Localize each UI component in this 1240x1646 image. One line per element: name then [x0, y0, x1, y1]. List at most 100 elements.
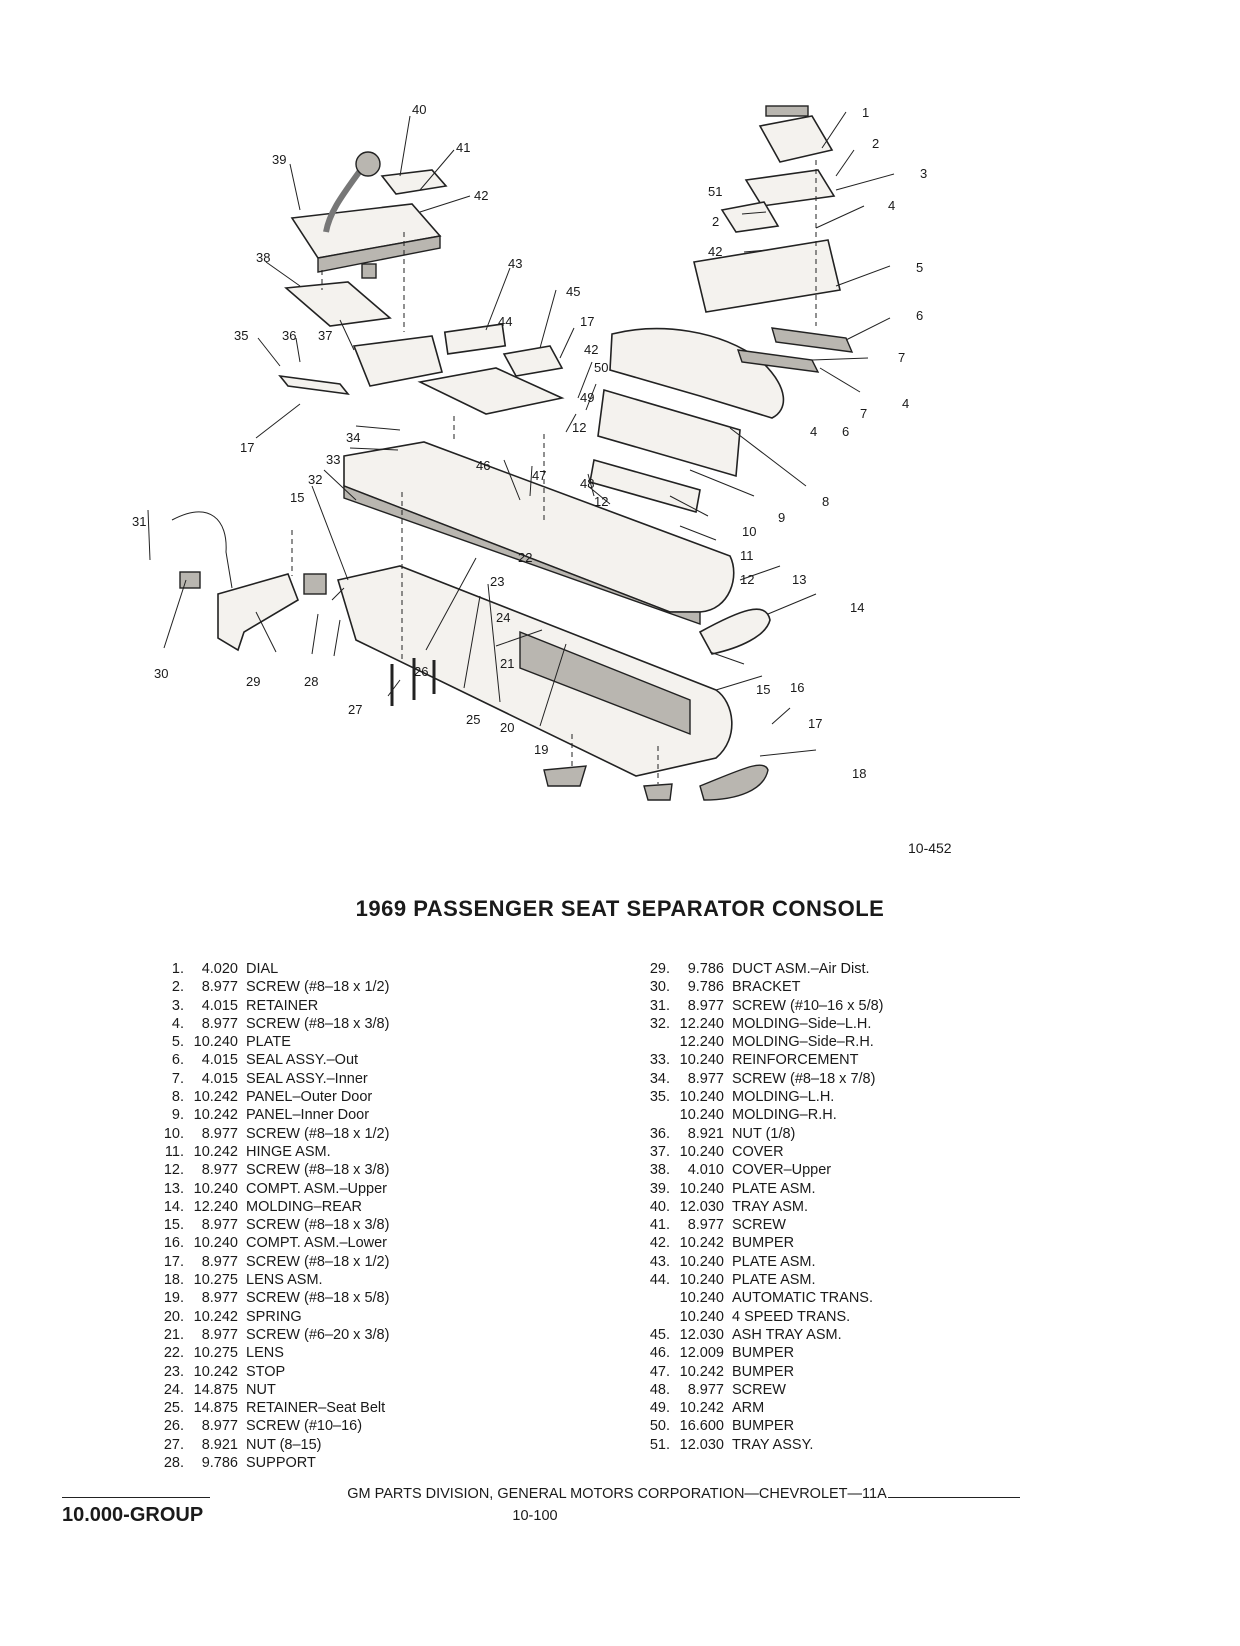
part-number: 7. [171, 1070, 184, 1087]
callout-label: 36 [282, 328, 296, 343]
molding-35 [278, 374, 350, 396]
callout-label: 39 [272, 152, 286, 167]
part-number: 2. [171, 979, 184, 996]
part-description: COMPT. ASM.–Lower [246, 1235, 388, 1252]
part-number [634, 1033, 670, 1051]
part-number: 33. [649, 1052, 670, 1069]
support [303, 573, 327, 595]
callout-label: 26 [414, 664, 428, 679]
part-description: BUMPER [732, 1345, 795, 1362]
group-code: 10.240 [679, 1272, 724, 1289]
callout-label: 47 [532, 468, 546, 483]
group-code: 8.977 [201, 1015, 238, 1032]
group-code: 10.240 [679, 1107, 724, 1124]
part-number [634, 1308, 670, 1326]
callout-label: 29 [246, 674, 260, 689]
part-number: 11. [164, 1143, 184, 1160]
callout-label: 21 [500, 656, 514, 671]
group-code: 9.786 [687, 961, 724, 977]
cover [352, 335, 444, 387]
part-number: 8. [171, 1089, 184, 1106]
page-title: 1969 PASSENGER SEAT SEPARATOR CONSOLE [355, 896, 885, 921]
callout-label: 4 [902, 396, 909, 411]
part-number: 37. [649, 1143, 670, 1160]
group-code: 8.977 [201, 1125, 238, 1142]
ash-tray [502, 345, 564, 377]
part-number: 47. [649, 1363, 670, 1380]
group-code: 4.015 [201, 1052, 238, 1069]
part-description: NUT [246, 1381, 276, 1398]
part-number: 46. [649, 1345, 670, 1362]
part-description: PANEL–Inner Door [246, 1107, 370, 1124]
part-number: 18. [163, 1272, 184, 1289]
group-code: 9.786 [687, 979, 724, 996]
part-description: SCREW (#8–18 x 3/8) [246, 1162, 390, 1179]
callout-label: 28 [304, 674, 318, 689]
part-description: AUTOMATIC TRANS. [732, 1290, 873, 1307]
group-code: 10.242 [679, 1400, 724, 1417]
group-code: 12.240 [193, 1198, 238, 1215]
group-code: 8.977 [201, 1290, 238, 1307]
lower-support-right [643, 783, 673, 801]
callout-label: 30 [154, 666, 168, 681]
part-description: STOP [246, 1363, 286, 1380]
part-description: PLATE ASM. [732, 1180, 816, 1197]
group-code: 10.275 [193, 1272, 238, 1289]
callout-label: 46 [476, 458, 490, 473]
callout-label: 45 [566, 284, 580, 299]
part-description: REINFORCEMENT [732, 1052, 859, 1069]
part-number: 22. [163, 1345, 184, 1362]
bracket [179, 571, 201, 589]
callout-label: 22 [518, 550, 532, 565]
footer-credit: GM PARTS DIVISION, GENERAL MOTORS CORPOR… [347, 1486, 887, 1502]
part-description: BUMPER [732, 1235, 795, 1252]
part-description: ARM [732, 1400, 765, 1417]
callout-label: 20 [500, 720, 514, 735]
part-number: 23. [163, 1363, 184, 1380]
part-number: 30. [649, 979, 670, 996]
part-number: 13. [163, 1180, 184, 1197]
group-code: 10.240 [193, 1235, 238, 1252]
part-description: SCREW (#8–18 x 3/8) [246, 1217, 390, 1234]
callout-label: 17 [580, 314, 594, 329]
group-code: 4.020 [201, 961, 238, 977]
part-number: 17. [163, 1253, 184, 1270]
callout-label: 6 [842, 424, 849, 439]
group-code: 10.240 [679, 1290, 724, 1307]
group-code: 8.977 [687, 1070, 724, 1087]
part-number: 15. [163, 1217, 184, 1234]
callout-label: 42 [584, 342, 598, 357]
part-description: SCREW [732, 1217, 786, 1234]
group-code: 8.977 [687, 997, 724, 1014]
group-code: 8.977 [201, 1418, 238, 1435]
part-number: 50. [649, 1418, 670, 1435]
air-duct [217, 573, 299, 652]
group-code: 10.242 [193, 1363, 238, 1380]
part-description: SCREW (#8–18 x 1/2) [246, 1125, 390, 1142]
